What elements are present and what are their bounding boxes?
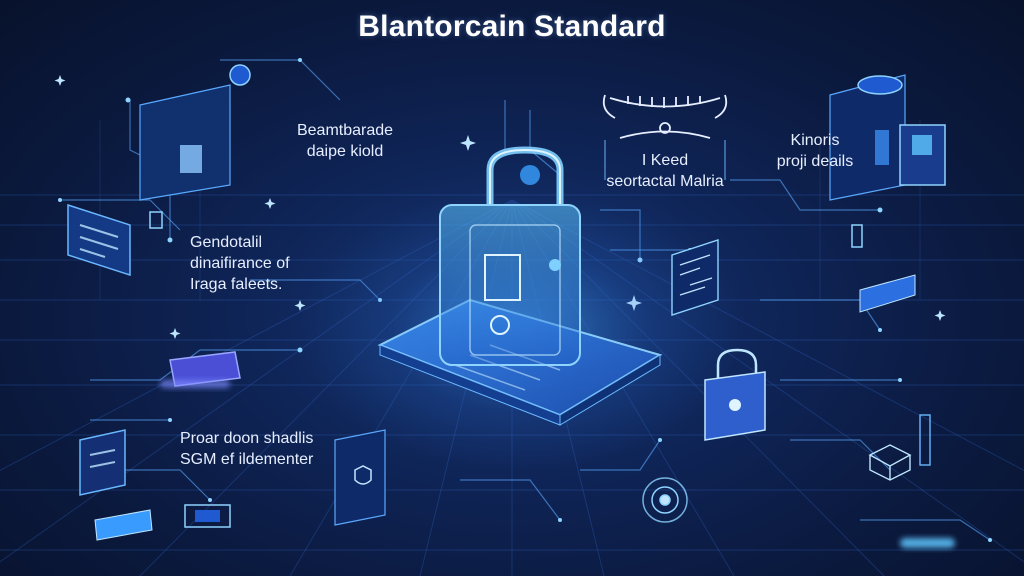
label-top-right-line-1: Kinoris (790, 132, 840, 149)
target-icon (642, 477, 688, 523)
label-top-right: Kinoris proji deails (770, 130, 860, 172)
shield-icon (868, 414, 931, 481)
label-top-center-line-2: seortactal Malria (606, 173, 724, 190)
label-top-center-line-1: I Keed (641, 152, 689, 169)
fingerprint-icon (671, 239, 719, 316)
padlock-icon (439, 146, 581, 366)
label-top-left-line-2: daipe kiold (306, 143, 384, 160)
label-top-left: Beamtbarade daipe kiold (280, 120, 410, 162)
glow-pill-left (160, 380, 230, 388)
page-title: Blantorcain Standard (358, 10, 666, 43)
microchip-icon (79, 351, 386, 541)
label-mid-left-line-2: dinaifirance of (190, 255, 290, 272)
label-bottom-left-line-1: Proar doon shadlis (180, 430, 314, 447)
document-icon (67, 203, 163, 277)
label-top-center: I Keed seortactal Malria (595, 150, 735, 192)
label-bottom-left-line-2: SGM ef ildementer (180, 451, 314, 468)
server-stack-icon (139, 64, 251, 201)
label-bottom-left: Proar doon shadlis SGM ef ildementer (180, 428, 313, 470)
label-top-right-line-2: proji deails (776, 153, 854, 170)
glow-pill (900, 538, 955, 548)
keyhole-icon (704, 348, 766, 441)
label-mid-left-line-1: Gendotalil (190, 234, 263, 251)
server-stack-icon-right (829, 74, 946, 313)
crest-emblem-icon (602, 94, 728, 180)
label-mid-left-line-3: Iraga faleets. (190, 276, 283, 293)
label-mid-left: Gendotalil dinaifirance of Iraga faleets… (190, 232, 290, 295)
label-top-left-line-1: Beamtbarade (296, 122, 394, 139)
